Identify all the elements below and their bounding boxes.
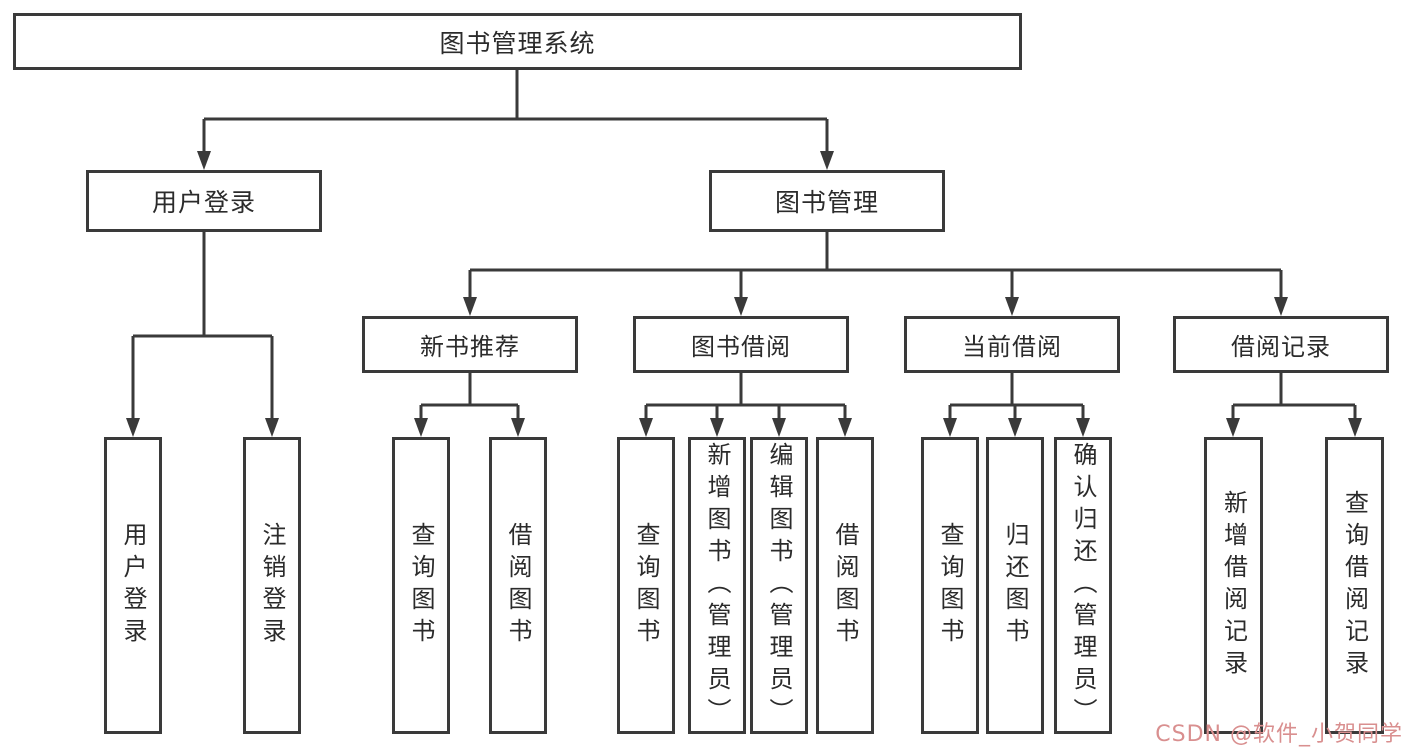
node-label: 借阅图书 [504, 521, 532, 650]
node-label: 新增借阅记录 [1219, 489, 1248, 682]
node-label: 新书推荐 [420, 333, 520, 361]
node-label: 图书借阅 [691, 333, 791, 361]
leaf-borrow-books-recommend: 借阅图书 [489, 437, 547, 734]
leaf-query-books-borrow: 查询图书 [617, 437, 675, 734]
node-label: 用户登录 [119, 521, 147, 650]
node-label: 查询图书 [936, 521, 964, 650]
node-label: 当前借阅 [962, 333, 1062, 361]
leaf-add-borrow-record: 新增借阅记录 [1204, 437, 1263, 734]
node-label: 查询图书 [632, 521, 660, 650]
node-label: 注销登录 [258, 521, 286, 650]
node-user-login-branch: 用户登录 [86, 170, 322, 232]
node-label: 图书管理系统 [439, 28, 596, 58]
node-borrow-records: 借阅记录 [1173, 316, 1389, 373]
leaf-return-books: 归还图书 [986, 437, 1044, 734]
node-label: 借阅记录 [1231, 333, 1331, 361]
csdn-watermark: CSDN @软件_小贺同学 [1155, 722, 1403, 747]
leaf-confirm-return-admin: 确认归还（管理员） [1054, 437, 1112, 734]
leaf-user-login: 用户登录 [104, 437, 162, 734]
arrowheads [126, 151, 1362, 437]
node-book-management-branch: 图书管理 [709, 170, 945, 232]
node-label: 查询图书 [407, 521, 435, 650]
node-current-borrow: 当前借阅 [904, 316, 1120, 373]
node-label: 查询借阅记录 [1340, 489, 1369, 682]
leaf-add-books-admin: 新增图书（管理员） [688, 437, 746, 734]
node-label: 图书管理 [774, 188, 879, 217]
node-book-borrow: 图书借阅 [633, 316, 849, 373]
leaf-query-books-recommend: 查询图书 [392, 437, 450, 734]
node-label: 用户登录 [151, 188, 256, 217]
node-label: 确认归还（管理员） [1069, 441, 1097, 730]
leaf-query-borrow-record: 查询借阅记录 [1325, 437, 1384, 734]
leaf-query-books-current: 查询图书 [921, 437, 979, 734]
leaf-logout: 注销登录 [243, 437, 301, 734]
node-new-book-recommend: 新书推荐 [362, 316, 578, 373]
node-label: 新增图书（管理员） [703, 441, 731, 730]
leaf-borrow-books: 借阅图书 [816, 437, 874, 734]
node-library-management-system: 图书管理系统 [13, 13, 1022, 70]
node-label: 借阅图书 [831, 521, 859, 650]
node-label: 归还图书 [1001, 521, 1029, 650]
node-label: 编辑图书（管理员） [765, 441, 793, 730]
leaf-edit-books-admin: 编辑图书（管理员） [750, 437, 808, 734]
